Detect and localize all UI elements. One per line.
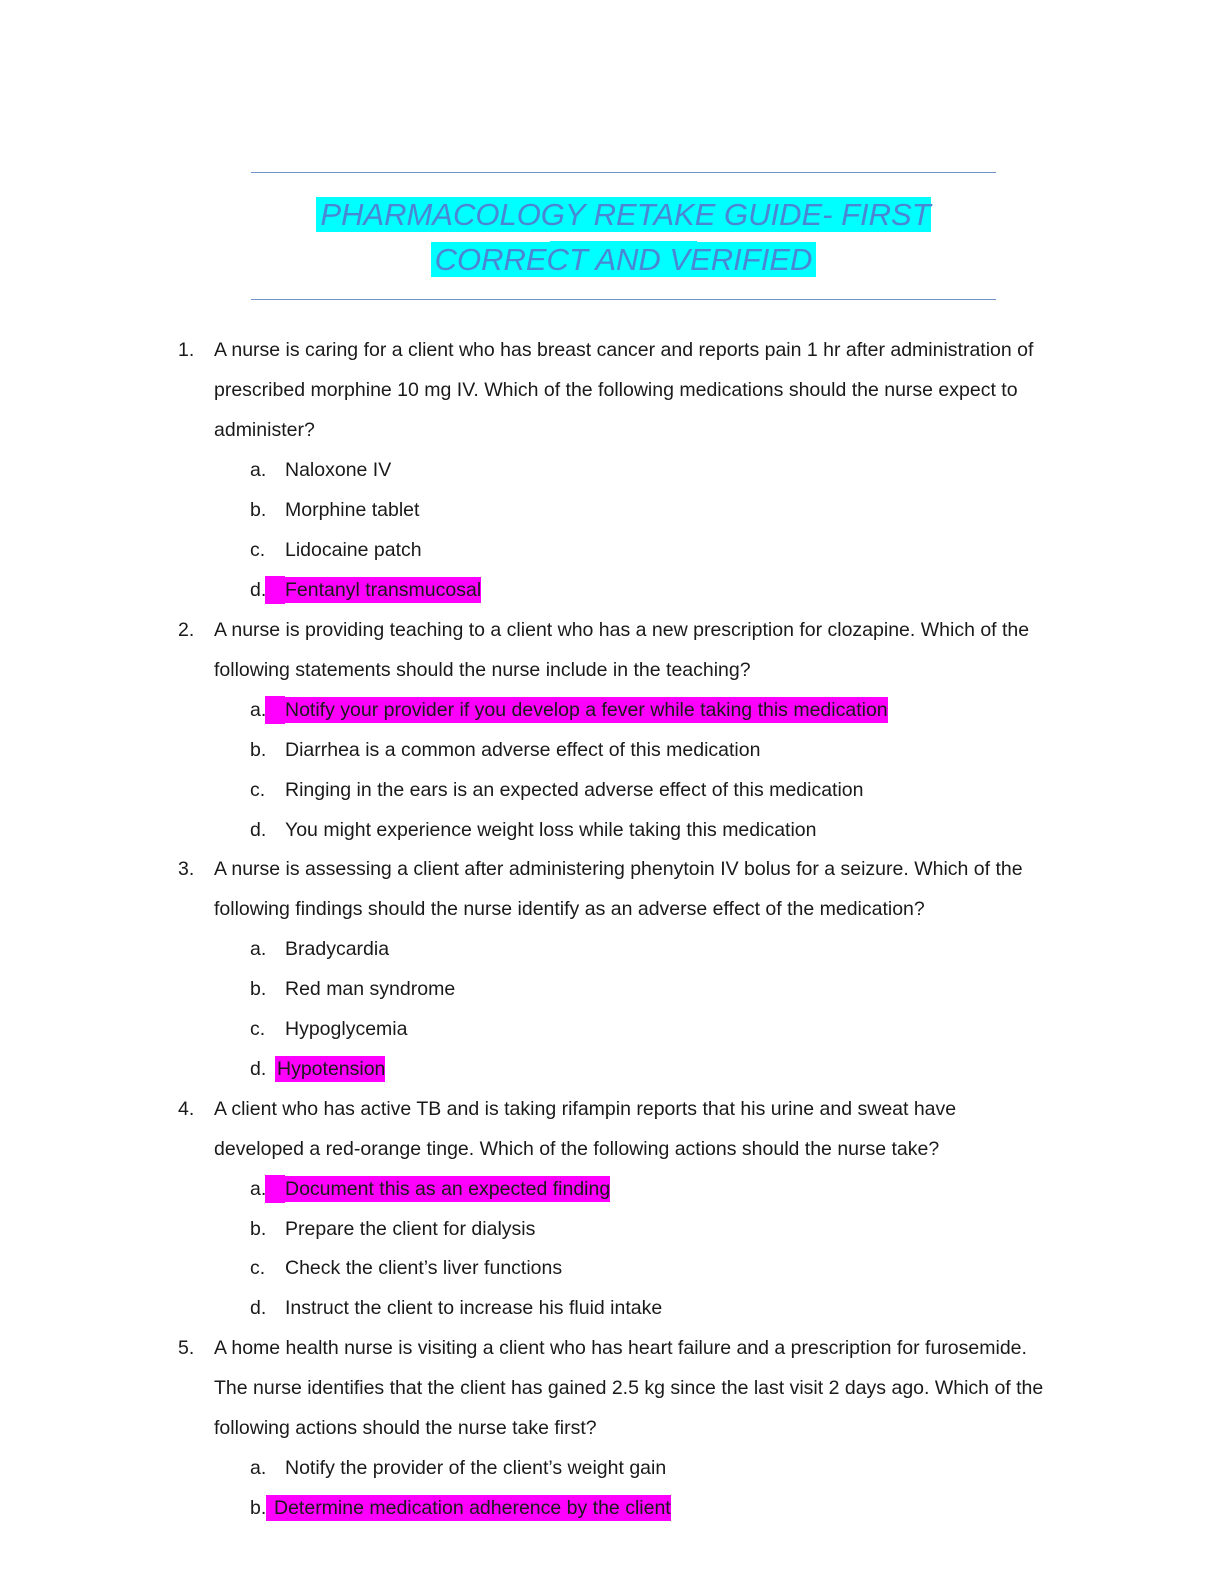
option-letter: b. (250, 739, 267, 761)
option-letter: a. (250, 1178, 267, 1200)
option-letter: b. (250, 1497, 267, 1519)
answer-option: Morphine tablet (285, 499, 420, 521)
answer-option: Instruct the client to increase his flui… (285, 1297, 663, 1319)
answer-option: You might experience weight loss while t… (285, 819, 817, 841)
question-text-line: A client who has active TB and is taking… (214, 1098, 957, 1120)
answer-option: Bradycardia (285, 938, 390, 960)
answer-highlight-marker (265, 576, 285, 604)
answer-option: Check the client’s liver functions (285, 1257, 563, 1279)
option-letter: a. (250, 459, 267, 481)
option-letter: b. (250, 978, 267, 1000)
document-title-line-2: CORRECT AND VERIFIED (251, 238, 996, 282)
title-bottom-rule (251, 299, 996, 300)
correct-answer-option: Determine medication adherence by the cl… (266, 1495, 671, 1521)
option-letter: b. (250, 1218, 267, 1240)
option-letter: c. (250, 539, 266, 561)
correct-answer-option: Fentanyl transmucosal (285, 577, 482, 603)
question-text-line: A nurse is assessing a client after admi… (214, 858, 1023, 880)
question-text-line: prescribed morphine 10 mg IV. Which of t… (214, 379, 1018, 401)
question-number: 5. (178, 1337, 195, 1359)
option-letter: a. (250, 938, 267, 960)
option-letter: c. (250, 779, 266, 801)
option-letter: d. (250, 1058, 267, 1080)
question-number: 2. (178, 619, 195, 641)
option-letter: d. (250, 579, 267, 601)
answer-option: Red man syndrome (285, 978, 456, 1000)
answer-option: Hypoglycemia (285, 1018, 408, 1040)
answer-option: Prepare the client for dialysis (285, 1218, 536, 1240)
question-text-line: A home health nurse is visiting a client… (214, 1337, 1027, 1359)
question-text-line: The nurse identifies that the client has… (214, 1377, 1044, 1399)
question-number: 1. (178, 339, 195, 361)
option-letter: a. (250, 1457, 267, 1479)
answer-highlight-marker (265, 1175, 285, 1203)
answer-option: Diarrhea is a common adverse effect of t… (285, 739, 761, 761)
title-top-rule (251, 172, 996, 173)
question-text-line: A nurse is providing teaching to a clien… (214, 619, 1030, 641)
option-letter: c. (250, 1257, 266, 1279)
option-letter: a. (250, 699, 267, 721)
correct-answer-option: Document this as an expected finding (285, 1176, 611, 1202)
question-text-line: following findings should the nurse iden… (214, 898, 925, 920)
answer-option: Naloxone IV (285, 459, 392, 481)
answer-option: Ringing in the ears is an expected adver… (285, 779, 864, 801)
answer-highlight-marker (265, 696, 285, 724)
question-text-line: administer? (214, 419, 315, 441)
option-letter: c. (250, 1018, 266, 1040)
question-number: 4. (178, 1098, 195, 1120)
question-text-line: A nurse is caring for a client who has b… (214, 339, 1034, 361)
option-letter: d. (250, 1297, 267, 1319)
question-text-line: following actions should the nurse take … (214, 1417, 597, 1439)
correct-answer-option: Hypotension (275, 1056, 386, 1082)
question-text-line: developed a red-orange tinge. Which of t… (214, 1138, 940, 1160)
option-letter: b. (250, 499, 267, 521)
question-text-line: following statements should the nurse in… (214, 659, 751, 681)
question-number: 3. (178, 858, 195, 880)
option-letter: d. (250, 819, 267, 841)
correct-answer-option: Notify your provider if you develop a fe… (285, 697, 888, 723)
answer-option: Notify the provider of the client’s weig… (285, 1457, 667, 1479)
answer-option: Lidocaine patch (285, 539, 422, 561)
